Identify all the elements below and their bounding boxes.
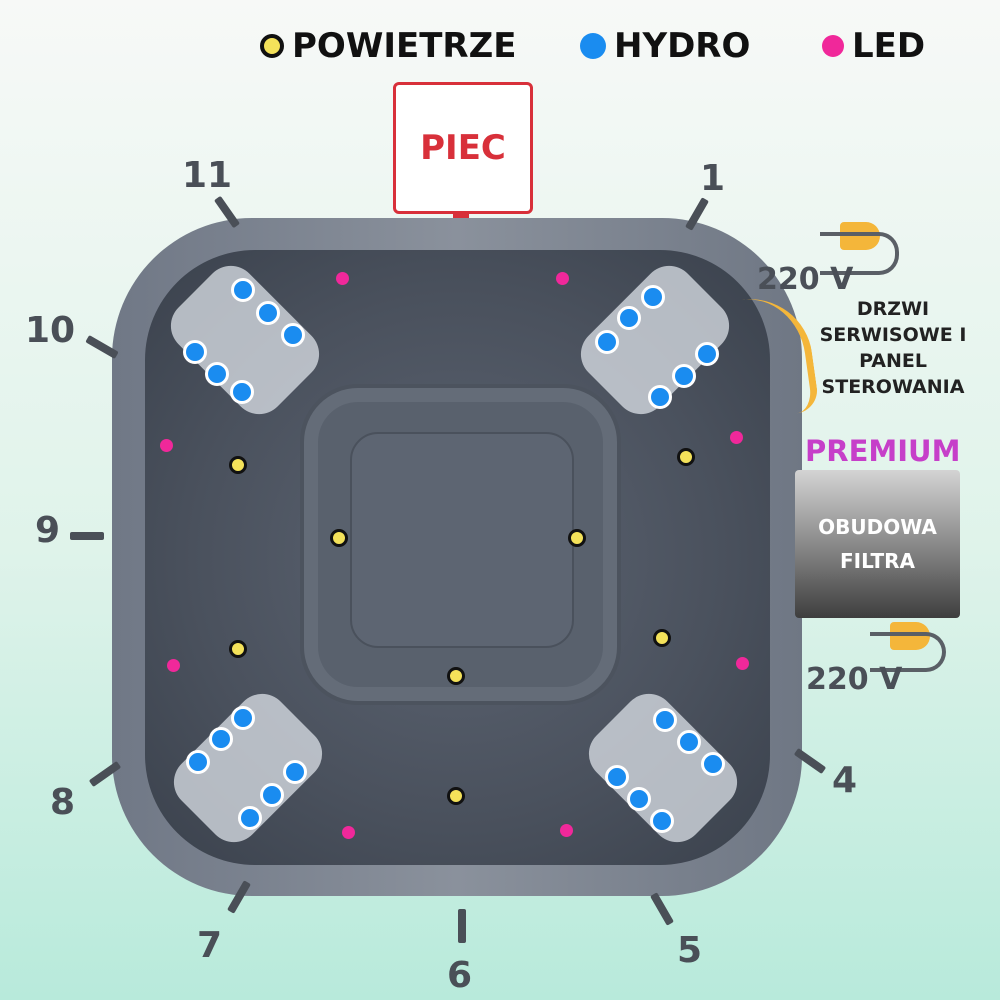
hydro-jet <box>595 330 619 354</box>
power-plug-icon-top <box>840 222 880 250</box>
heater-box: PIEC <box>393 82 533 214</box>
filter-housing: OBUDOWA FILTRA <box>795 470 960 618</box>
hydro-jet <box>617 306 641 330</box>
position-4: 4 <box>832 760 858 801</box>
hydro-jet <box>695 342 719 366</box>
led-light <box>560 824 573 837</box>
hydro-jet <box>672 364 696 388</box>
air-jet <box>330 529 348 547</box>
tick-5 <box>650 892 674 926</box>
hydro-jet <box>205 362 229 386</box>
led-light <box>736 657 749 670</box>
power-cable-top <box>820 232 899 275</box>
air-jet <box>677 448 695 466</box>
legend-hydro: HYDRO <box>580 26 750 66</box>
air-jet <box>229 640 247 658</box>
led-icon <box>822 35 844 57</box>
hydro-jet <box>186 750 210 774</box>
legend-air-label: POWIETRZE <box>292 26 517 66</box>
tick-6 <box>458 909 466 943</box>
hydro-jet <box>648 385 672 409</box>
position-6: 6 <box>447 955 473 996</box>
legend-led-label: LED <box>852 26 926 66</box>
hydro-jet <box>238 806 262 830</box>
position-1: 1 <box>700 158 726 199</box>
hydro-jet <box>605 765 629 789</box>
hydro-jet <box>677 730 701 754</box>
hydro-jet <box>209 727 233 751</box>
hydro-jet <box>256 301 280 325</box>
position-10: 10 <box>25 310 76 351</box>
power-label-bottom: 220 V <box>806 662 903 697</box>
led-light <box>730 431 743 444</box>
hydro-jet <box>650 809 674 833</box>
air-jet <box>447 787 465 805</box>
position-8: 8 <box>50 782 76 823</box>
air-jet <box>653 629 671 647</box>
hydro-jet <box>231 278 255 302</box>
power-plug-icon-bottom <box>890 622 930 650</box>
hydro-jet <box>281 323 305 347</box>
legend-led: LED <box>822 26 925 66</box>
led-light <box>160 439 173 452</box>
hydro-jet <box>627 787 651 811</box>
hydro-jet <box>653 708 677 732</box>
service-door-label: DRZWI SERWISOWE I PANEL STEROWANIA <box>819 298 967 398</box>
premium-badge: PREMIUM <box>805 434 961 468</box>
hydro-jet <box>230 380 254 404</box>
hydro-jet <box>701 752 725 776</box>
legend-air: POWIETRZE <box>260 26 516 66</box>
position-5: 5 <box>677 930 703 971</box>
hydro-jet <box>183 340 207 364</box>
led-light <box>167 659 180 672</box>
position-11: 11 <box>182 155 233 196</box>
tick-9 <box>70 532 104 540</box>
led-light <box>336 272 349 285</box>
led-light <box>342 826 355 839</box>
air-jet <box>447 667 465 685</box>
power-cable-bottom <box>870 632 946 672</box>
hydro-jet <box>231 706 255 730</box>
legend-hydro-label: HYDRO <box>614 26 751 66</box>
air-jet <box>568 529 586 547</box>
position-9: 9 <box>35 510 61 551</box>
led-light <box>556 272 569 285</box>
air-jet <box>229 456 247 474</box>
hydro-jet-icon <box>580 33 606 59</box>
hydro-jet <box>641 285 665 309</box>
footwell-floor <box>350 432 574 648</box>
position-7: 7 <box>197 925 223 966</box>
power-label-top: 220 V <box>757 262 854 297</box>
hydro-jet <box>283 760 307 784</box>
hydro-jet <box>260 783 284 807</box>
air-jet-icon <box>260 34 284 58</box>
